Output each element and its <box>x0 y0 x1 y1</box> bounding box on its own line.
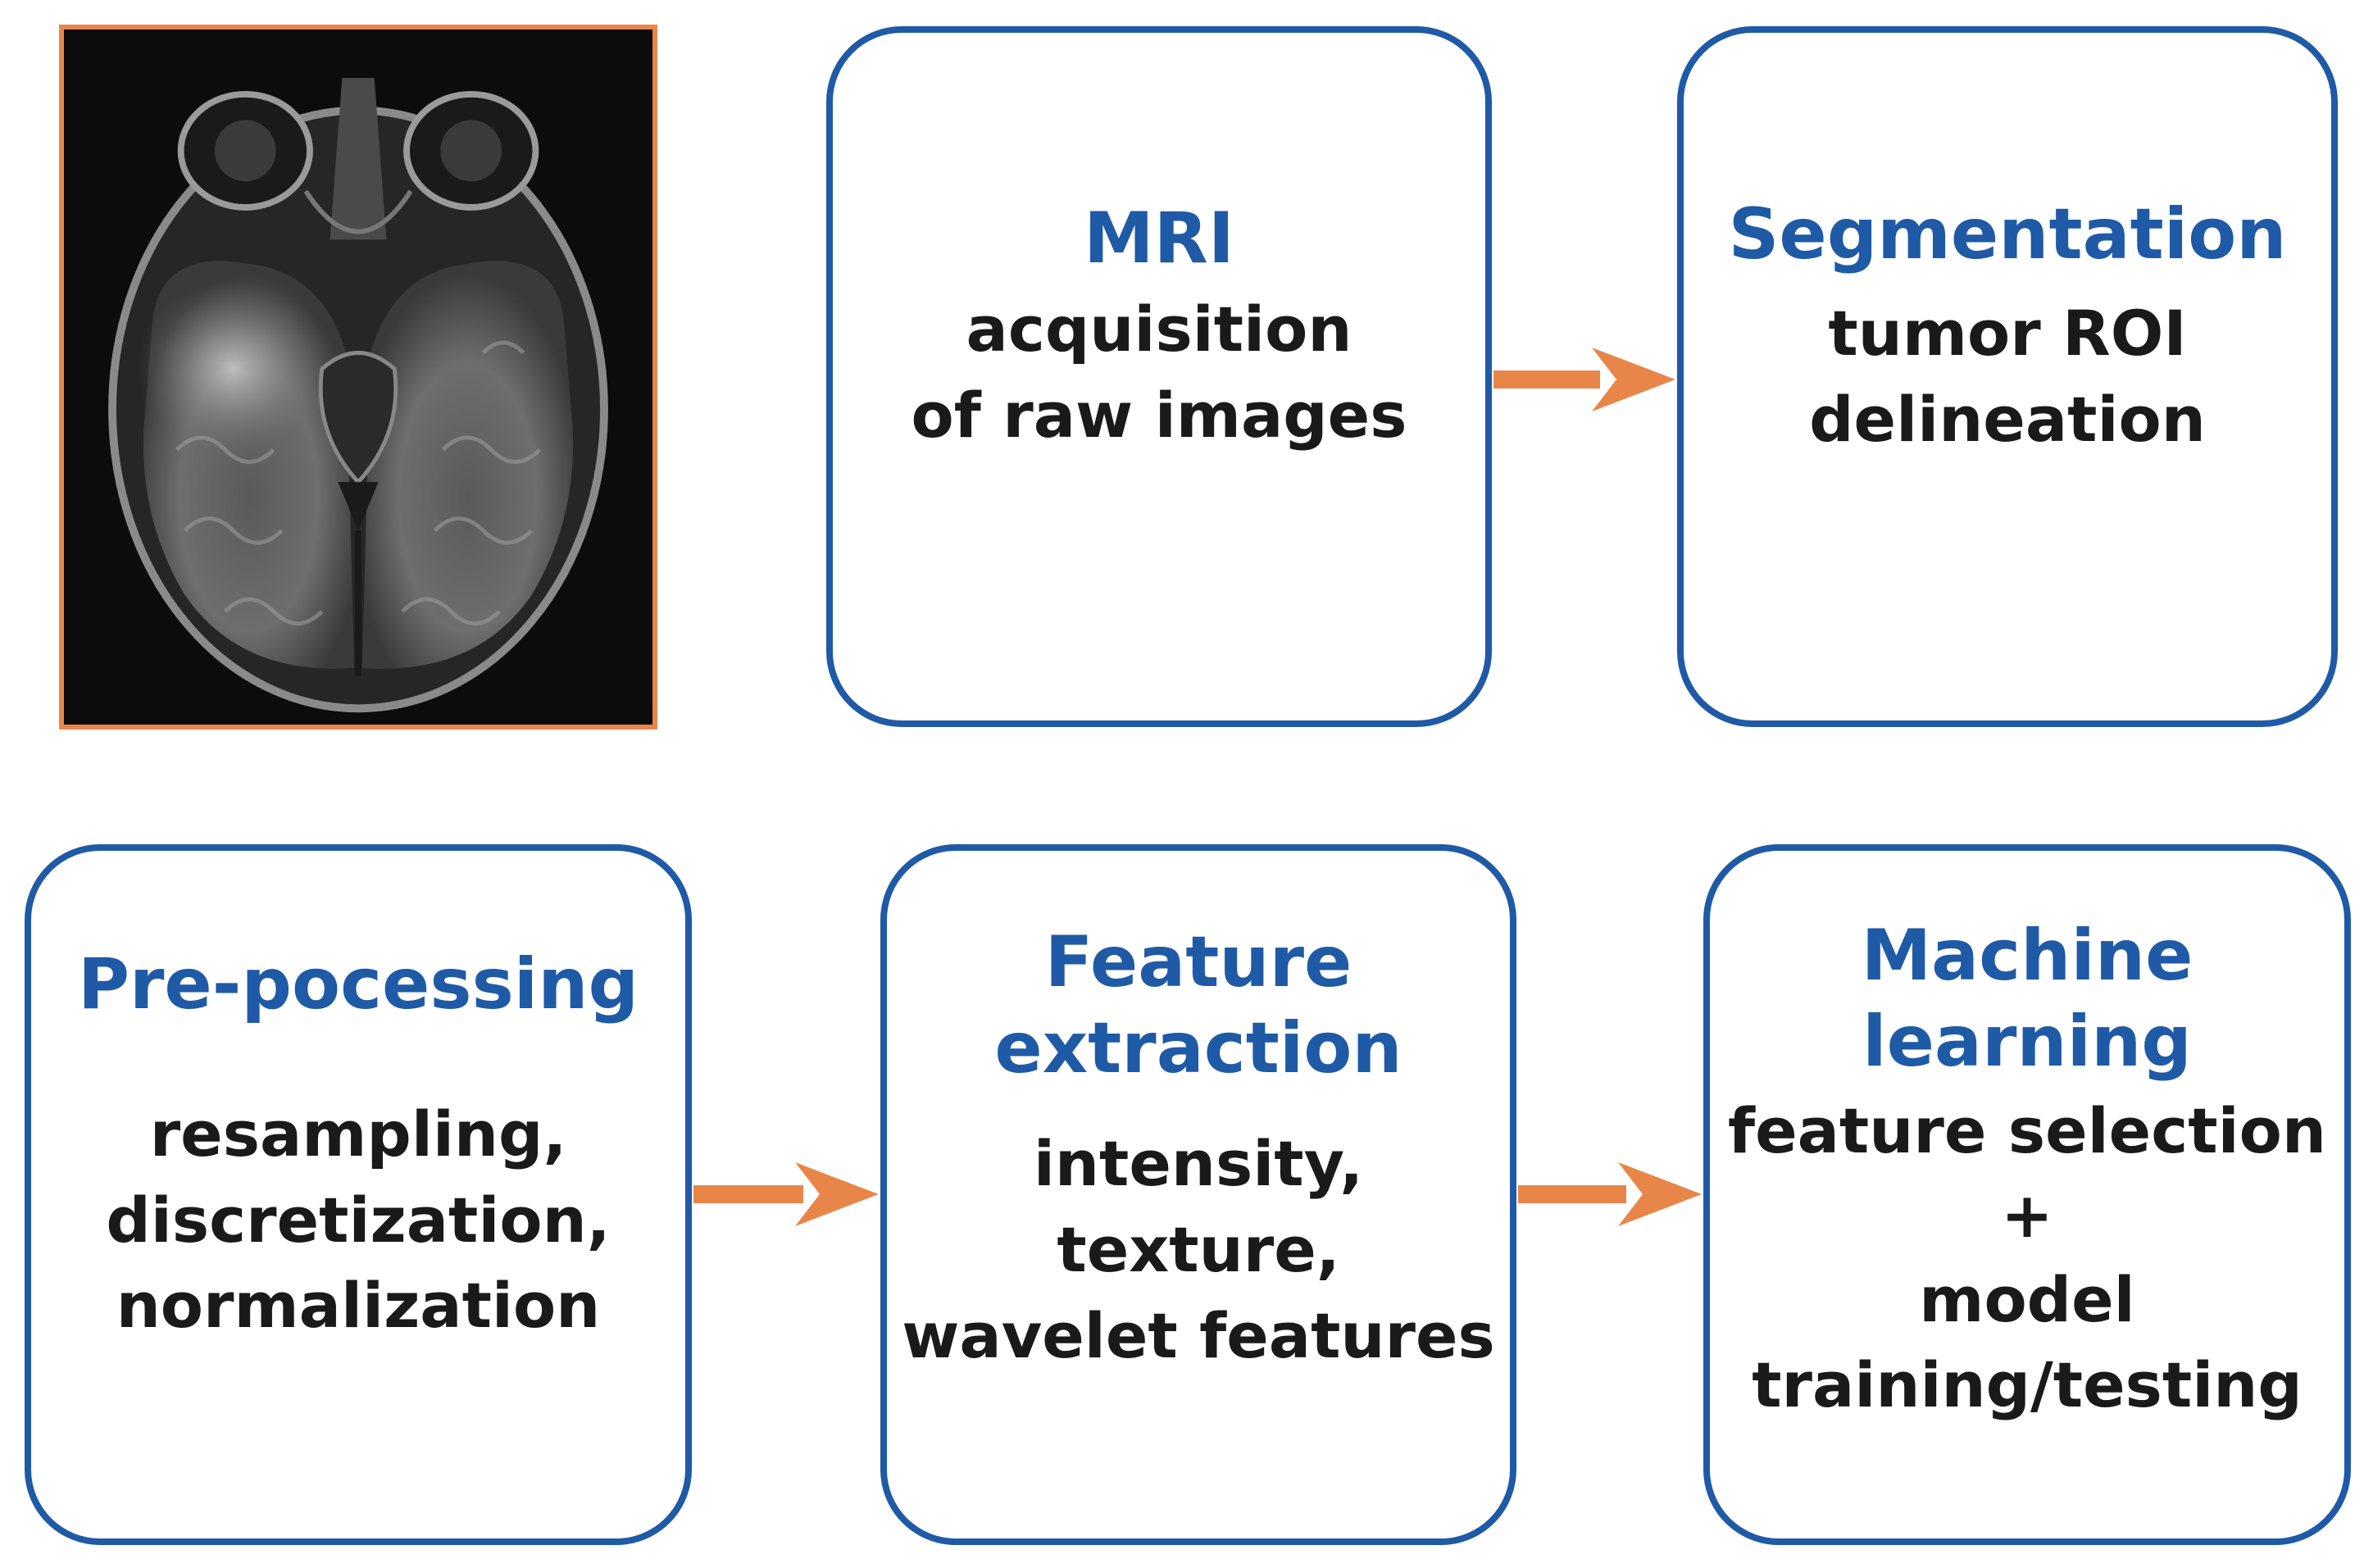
step-segmentation-title: Segmentation <box>1728 193 2287 276</box>
step-preprocessing-box: Pre-pocessing resampling, discretization… <box>25 844 692 1545</box>
step-preprocessing-title: Pre-pocessing <box>77 943 639 1025</box>
step-machine-learning-description: feature selection + model training/testi… <box>1728 1093 2326 1421</box>
step-mri-title: MRI <box>1084 198 1234 280</box>
arrow-mri-to-segmentation-icon <box>1493 348 1675 411</box>
mri-brain-graphic <box>64 30 652 725</box>
step-feature-extraction-box: Feature extraction intensity, texture, w… <box>880 844 1516 1545</box>
step-segmentation-description: tumor ROI delineation <box>1809 297 2206 456</box>
step-preprocessing-description: resampling, discretization, normalizatio… <box>106 1097 611 1343</box>
step-segmentation-box: Segmentation tumor ROI delineation <box>1677 26 2338 727</box>
mri-brain-image <box>59 25 657 729</box>
step-mri-box: MRI acquisition of raw images <box>826 26 1492 727</box>
step-feature-extraction-title: Feature extraction <box>994 921 1402 1090</box>
step-machine-learning-title: Machine learning <box>1861 914 2194 1083</box>
step-machine-learning-box: Machine learning feature selection + mod… <box>1703 844 2351 1545</box>
step-feature-extraction-description: intensity, texture, wavelet features <box>902 1127 1495 1372</box>
step-mri-description: acquisition of raw images <box>911 293 1407 452</box>
arrow-preprocessing-to-feature-extraction-icon <box>693 1162 879 1226</box>
arrow-feature-extraction-to-machine-learning-icon <box>1518 1162 1702 1226</box>
